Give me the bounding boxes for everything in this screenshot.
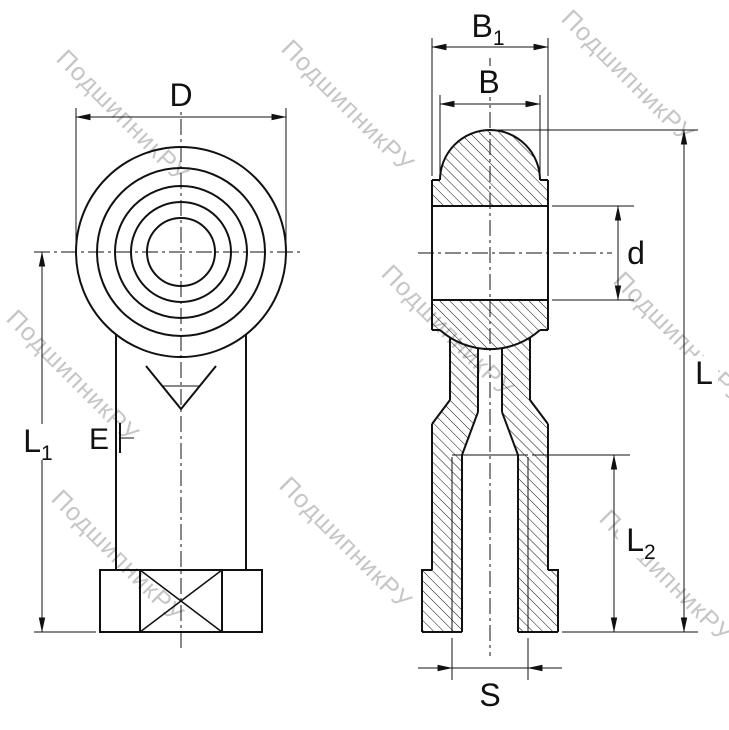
label-backing [618, 522, 668, 558]
watermark-text: ПодшипникРУ [51, 44, 195, 188]
dim-label-S: S [479, 677, 500, 713]
dim-label-B1: B1 [471, 8, 504, 50]
dimension-L: L [494, 129, 718, 633]
dim-label-base: L [23, 423, 41, 459]
front-view [34, 92, 302, 648]
label-backing [462, 9, 518, 41]
label-backing [12, 424, 64, 460]
dimension-D: D [75, 77, 287, 246]
shank-left-wall-hatch [422, 337, 478, 632]
label-backing [472, 66, 506, 97]
dim-label-L: L [695, 355, 713, 391]
dim-label-B: B [478, 64, 499, 100]
thread-cone-right [501, 411, 519, 456]
dim-label-subscript: 2 [644, 541, 656, 564]
dimension-B1: B1 [431, 8, 549, 176]
flange-right-step [548, 569, 559, 632]
label-backing [160, 78, 202, 112]
thread-cone-left [461, 411, 479, 456]
dim-label-base: B [471, 8, 492, 44]
dim-label-subscript: 1 [493, 27, 505, 50]
dim-label-L1: L1 [23, 423, 52, 465]
dim-label-L2: L2 [626, 522, 655, 564]
grease-mark-label: E [89, 423, 109, 456]
ball-bottom-section-hatch [432, 300, 548, 350]
label-backing [690, 356, 718, 390]
dimension-L1: L1 [12, 251, 96, 633]
dim-label-D: D [169, 77, 192, 113]
dimension-L2: L2 [532, 454, 668, 633]
dimension-B: B [439, 64, 541, 176]
grease-mark-E: E [89, 423, 109, 456]
watermark-text: ПодшипникРУ [276, 34, 420, 178]
dim-label-base: L [626, 522, 644, 558]
watermark-text: ПодшипникРУ [274, 471, 418, 615]
watermark-text: ПодшипникРУ [556, 4, 700, 148]
flange-left-step [421, 569, 432, 632]
dimension-d: d [552, 205, 645, 301]
dimension-S: S [418, 638, 562, 713]
shank-right-wall-hatch [502, 337, 558, 632]
section-view [418, 58, 612, 656]
ball-dome-arc [439, 129, 541, 181]
neck-left-chamfer [431, 399, 451, 425]
watermark-text: ПодшипникРУ [46, 484, 190, 628]
dim-label-d: d [627, 235, 645, 271]
neck-right-chamfer [529, 399, 549, 425]
dim-label-subscript: 1 [41, 442, 53, 465]
